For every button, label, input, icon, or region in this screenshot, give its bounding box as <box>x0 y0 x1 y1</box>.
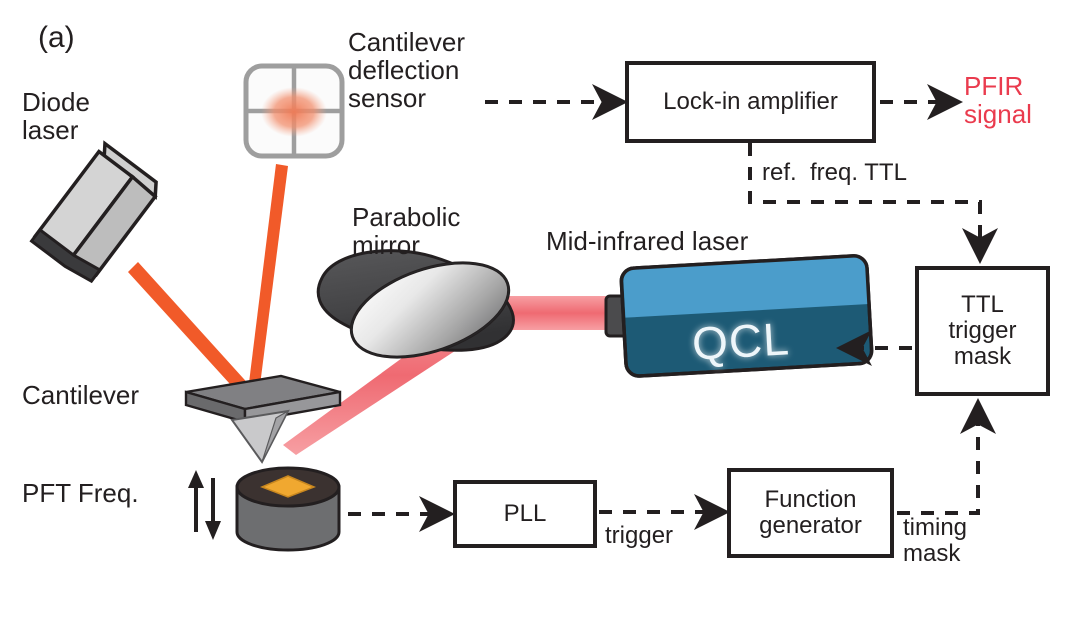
pll-text[interactable]: PLL <box>503 500 547 528</box>
ttl-trigger-mask-box <box>915 266 1050 396</box>
parabolic-mirror-icon <box>316 249 515 359</box>
signal-connections <box>348 84 998 532</box>
ttl-trigger-mask-text[interactable]: TTL trigger mask <box>948 291 1017 370</box>
conn-lockin-to-ttl <box>748 143 998 264</box>
trigger-label: trigger <box>605 522 674 549</box>
lock-in-amplifier-box <box>625 61 876 143</box>
quadrant-photodetector-icon <box>243 63 345 159</box>
piezo-sample-stage-icon <box>235 466 341 552</box>
up-down-arrow-icon <box>188 470 221 540</box>
diode-laser-label: Diode laser <box>22 87 90 146</box>
lock-in-amplifier-text[interactable]: Lock-in amplifier <box>663 88 838 116</box>
cantilever-label: Cantilever <box>22 380 140 410</box>
electronics-boxes <box>453 61 1050 558</box>
cantilever-deflection-sensor-label: Cantilever deflection sensor <box>348 27 466 114</box>
visible-laser-beam <box>128 164 288 406</box>
cantilever-icon <box>184 374 342 464</box>
pfir-signal-label: PFIR signal <box>964 71 1032 130</box>
mid-infrared-laser-label: Mid-infrared laser <box>546 226 749 256</box>
function-generator-box <box>727 468 894 558</box>
pll-box <box>453 480 597 548</box>
pft-freq-label: PFT Freq. <box>22 478 139 508</box>
function-generator-text[interactable]: Function generator <box>759 486 862 539</box>
qcl-text: QCL <box>690 312 791 370</box>
timing-mask-label: timing mask <box>903 514 968 567</box>
conn-funcgen-to-ttl <box>897 398 996 515</box>
qcl-laser-body-icon <box>604 254 874 378</box>
diode-laser-body-icon <box>29 140 158 284</box>
panel-letter: (a) <box>38 21 75 54</box>
ref-freq-ttl-label: ref. freq. TTL <box>762 159 907 186</box>
parabolic-mirror-label: Parabolic mirror <box>352 202 461 261</box>
